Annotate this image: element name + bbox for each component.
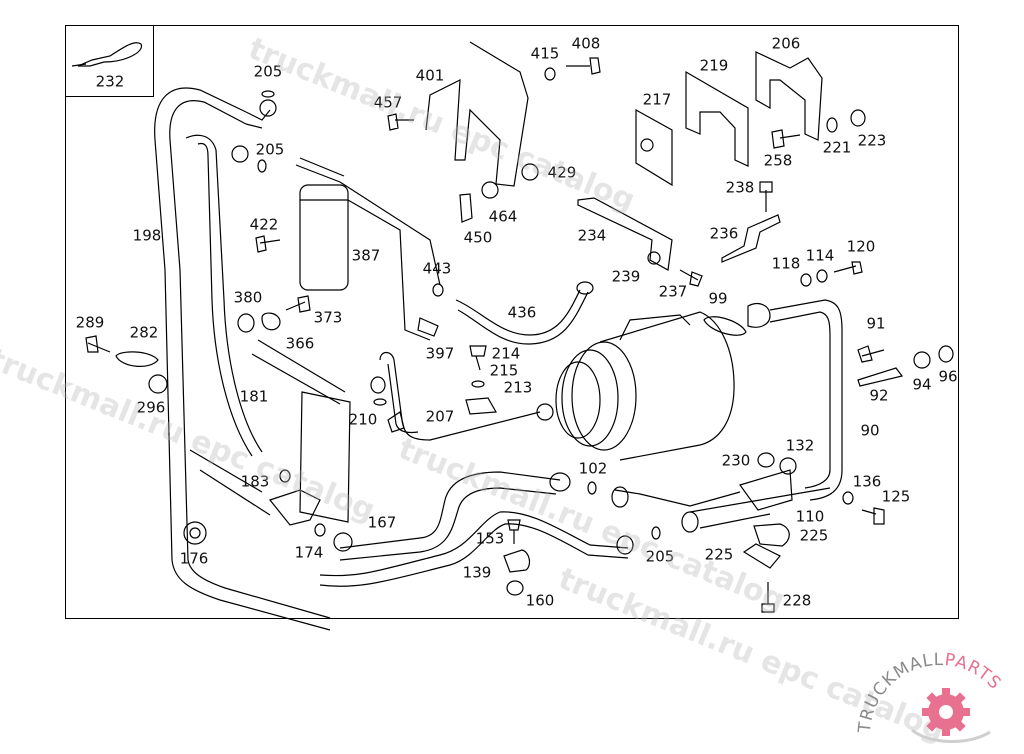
callout-181[interactable]: 181	[239, 387, 269, 406]
callout-207[interactable]: 207	[425, 407, 455, 426]
bracket-206	[755, 51, 823, 141]
callout-236[interactable]: 236	[709, 224, 739, 243]
callout-219[interactable]: 219	[699, 56, 729, 75]
callout-373[interactable]: 373	[313, 308, 343, 327]
svg-text:TRUCKMALLPARTS: TRUCKMALLPARTS	[855, 650, 1005, 735]
callout-225[interactable]: 225	[704, 545, 734, 564]
truckmall-logo: TRUCKMALLPARTS	[850, 650, 1024, 750]
callout-221[interactable]: 221	[822, 138, 852, 157]
callout-125[interactable]: 125	[881, 487, 911, 506]
callout-176[interactable]: 176	[179, 549, 209, 568]
cable-tie-icon	[71, 42, 143, 67]
callout-110[interactable]: 110	[795, 507, 825, 526]
callout-91[interactable]: 91	[866, 314, 886, 333]
callout-237[interactable]: 237	[658, 282, 688, 301]
callout-282[interactable]: 282	[129, 323, 159, 342]
callout-160[interactable]: 160	[525, 591, 555, 610]
callout-223[interactable]: 223	[857, 131, 887, 150]
callout-366[interactable]: 366	[285, 334, 315, 353]
callout-230[interactable]: 230	[721, 451, 751, 470]
bracket-401	[425, 41, 529, 187]
callout-174[interactable]: 174	[294, 543, 324, 562]
callout-167[interactable]: 167	[367, 513, 397, 532]
hose-436	[455, 281, 594, 345]
callout-217[interactable]: 217	[642, 90, 672, 109]
callout-215[interactable]: 215	[489, 361, 519, 380]
bracket-217	[635, 108, 673, 187]
callout-296[interactable]: 296	[136, 398, 166, 417]
callout-120[interactable]: 120	[846, 237, 876, 256]
callout-153[interactable]: 153	[475, 529, 505, 548]
callout-380[interactable]: 380	[233, 288, 263, 307]
hose-90	[747, 299, 843, 501]
callout-198[interactable]: 198	[132, 226, 162, 245]
receiver-drier-387	[295, 157, 441, 341]
hose-102	[319, 471, 741, 587]
callout-258[interactable]: 258	[763, 151, 793, 170]
callout-232[interactable]: 232	[95, 72, 125, 91]
callout-238[interactable]: 238	[725, 178, 755, 197]
callout-234[interactable]: 234	[577, 226, 607, 245]
callout-210[interactable]: 210	[348, 410, 378, 429]
logo-text-accent: PARTS	[943, 650, 1005, 694]
callout-225[interactable]: 225	[799, 526, 829, 545]
callout-132[interactable]: 132	[785, 436, 815, 455]
callout-99[interactable]: 99	[708, 289, 728, 308]
callout-96[interactable]: 96	[938, 367, 958, 386]
callout-415[interactable]: 415	[530, 44, 560, 63]
callout-408[interactable]: 408	[571, 34, 601, 53]
callout-289[interactable]: 289	[75, 313, 105, 332]
callout-205[interactable]: 205	[255, 140, 285, 159]
bracket-219	[685, 70, 749, 167]
bracket-236	[721, 214, 781, 263]
callout-401[interactable]: 401	[415, 66, 445, 85]
callout-213[interactable]: 213	[503, 378, 533, 397]
callout-114[interactable]: 114	[805, 246, 835, 265]
callout-139[interactable]: 139	[462, 563, 492, 582]
callout-205[interactable]: 205	[645, 547, 675, 566]
diagram-frame	[65, 25, 959, 619]
callout-92[interactable]: 92	[869, 386, 889, 405]
callout-387[interactable]: 387	[351, 246, 381, 265]
bracket-234	[577, 197, 673, 271]
callout-397[interactable]: 397	[425, 344, 455, 363]
callout-239[interactable]: 239	[611, 267, 641, 286]
callout-90[interactable]: 90	[860, 421, 880, 440]
callout-183[interactable]: 183	[240, 472, 270, 491]
callout-102[interactable]: 102	[578, 459, 608, 478]
hose-110	[681, 469, 831, 533]
fasteners	[85, 57, 954, 613]
callout-214[interactable]: 214	[491, 344, 521, 363]
callout-436[interactable]: 436	[507, 303, 537, 322]
callout-94[interactable]: 94	[912, 375, 932, 394]
callout-422[interactable]: 422	[249, 215, 279, 234]
callout-464[interactable]: 464	[488, 207, 518, 226]
hose-181	[185, 134, 263, 457]
callout-206[interactable]: 206	[771, 34, 801, 53]
callout-443[interactable]: 443	[422, 259, 452, 278]
callout-205[interactable]: 205	[253, 62, 283, 81]
callout-118[interactable]: 118	[771, 254, 801, 273]
callout-450[interactable]: 450	[463, 228, 493, 247]
inset-box	[65, 25, 154, 97]
callout-136[interactable]: 136	[852, 472, 882, 491]
condenser	[189, 339, 351, 526]
compressor	[555, 311, 735, 461]
callout-457[interactable]: 457	[373, 93, 403, 112]
callout-429[interactable]: 429	[547, 163, 577, 182]
hose-198	[154, 87, 331, 631]
callout-228[interactable]: 228	[782, 591, 812, 610]
